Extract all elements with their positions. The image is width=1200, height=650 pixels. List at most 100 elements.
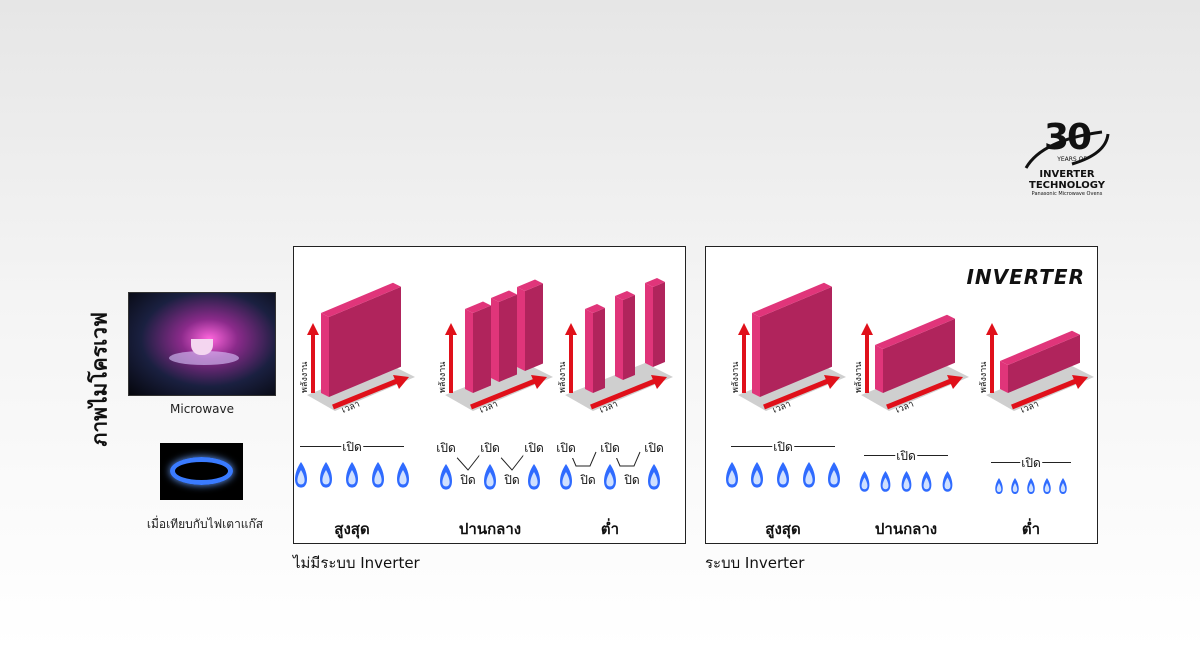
- block-side: [585, 309, 593, 393]
- flame-icon: [1059, 478, 1067, 494]
- logo-line3: Panasonic Microwave Ovens: [1031, 191, 1103, 197]
- flame-inner: [1060, 483, 1066, 492]
- block-side: [517, 287, 525, 371]
- flame-inner: [1044, 483, 1050, 492]
- flame-icon: [901, 471, 911, 492]
- logo-swoosh: [1024, 130, 1110, 169]
- block-front: [1008, 334, 1080, 393]
- block-side: [645, 283, 653, 367]
- flame-inner: [297, 470, 305, 485]
- flame-inner: [753, 470, 761, 485]
- block-side: [491, 298, 499, 382]
- flame-inner: [1028, 483, 1034, 492]
- logo-line1: INVERTER: [1039, 169, 1095, 180]
- block-front: [653, 281, 665, 367]
- flame-icon: [346, 462, 358, 488]
- turntable-plate: [169, 351, 239, 365]
- flame-inner: [728, 470, 736, 485]
- on-label: เปิด: [895, 447, 917, 466]
- arrow-head: [738, 323, 750, 335]
- block-side: [1000, 361, 1008, 393]
- logo-number: 30: [1043, 117, 1092, 158]
- off-label: ปิด: [459, 471, 477, 490]
- flame-icon: [440, 464, 452, 490]
- flame-icon: [1043, 478, 1051, 494]
- energy-axis-label: พลังงาน: [731, 362, 741, 393]
- gas-caption: เมื่อเทียบกับไฟเตาแก๊ส: [146, 517, 264, 531]
- on-label: เปิด: [341, 438, 363, 457]
- flame-inner: [882, 477, 889, 490]
- energy-axis-label: พลังงาน: [854, 362, 864, 393]
- arrow-head: [651, 375, 667, 389]
- flame-icon: [751, 462, 764, 488]
- block-side: [875, 345, 883, 393]
- block-front: [883, 318, 955, 393]
- arrow-head: [307, 323, 319, 335]
- microwave-title: ภาพไมโครเวฟ: [87, 312, 112, 447]
- microwave-caption: Microwave: [170, 402, 234, 416]
- on-label: เปิด: [599, 439, 621, 458]
- logo-years: YEARS OF: [1057, 156, 1087, 163]
- chart-floor: [861, 363, 969, 411]
- flame-inner: [442, 472, 450, 487]
- arrow-head: [565, 323, 577, 335]
- off-label: ปิด: [623, 471, 641, 490]
- on-off-switch-line: [569, 451, 641, 467]
- flame-icon: [921, 471, 932, 492]
- energy-block: [517, 279, 543, 371]
- energy-block: [615, 290, 635, 380]
- flame-inner: [530, 472, 538, 487]
- time-axis-arrow: [470, 378, 536, 410]
- flame-icon: [802, 462, 815, 488]
- flame-inner: [348, 470, 356, 485]
- energy-axis-label: พลังงาน: [558, 362, 568, 393]
- flame-icon: [371, 462, 384, 488]
- microwave-image: [128, 292, 276, 396]
- block-top: [645, 277, 665, 287]
- flame-inner: [861, 477, 868, 490]
- flame-inner: [373, 470, 382, 485]
- switch-path: [451, 451, 527, 471]
- flame-icon: [859, 471, 870, 492]
- energy-block: [645, 277, 665, 367]
- block-top: [465, 301, 491, 313]
- 30-years-inverter-logo: 30 YEARS OF INVERTER TECHNOLOGY Panasoni…: [1022, 120, 1112, 197]
- arrow-head: [986, 323, 998, 335]
- flame-icon: [777, 462, 789, 488]
- level-label: ปานกลาง: [874, 520, 938, 538]
- arrow-head: [531, 375, 547, 389]
- energy-axis-label: พลังงาน: [979, 362, 989, 393]
- energy-block: [491, 290, 517, 382]
- energy-block: [752, 282, 832, 397]
- logo-line2: TECHNOLOGY: [1029, 180, 1105, 191]
- time-axis-arrow: [886, 378, 952, 410]
- flame-icon: [1027, 478, 1035, 494]
- flame-inner: [804, 470, 813, 485]
- chart-floor: [565, 363, 673, 411]
- flame-inner: [486, 472, 494, 487]
- flame-inner: [779, 470, 787, 485]
- flame-icon: [484, 464, 496, 490]
- panel-label-inverter: ระบบ Inverter: [705, 554, 805, 572]
- block-top: [752, 282, 832, 317]
- off-label: ปิด: [503, 471, 521, 490]
- flame-inner: [650, 472, 658, 487]
- block-side: [465, 309, 473, 393]
- block-top: [875, 314, 955, 349]
- flame-icon: [880, 471, 891, 492]
- arrow-head: [947, 375, 963, 389]
- energy-block: [465, 301, 491, 393]
- gas-ring: [170, 457, 233, 485]
- block-front: [525, 283, 543, 371]
- flame-icon: [828, 462, 841, 488]
- flame-icon: [725, 462, 738, 488]
- cup: [191, 339, 213, 355]
- block-top: [615, 290, 635, 300]
- panel-label-no-inverter: ไม่มีระบบ Inverter: [293, 554, 420, 572]
- flame-icon: [648, 464, 660, 490]
- block-top: [585, 303, 605, 313]
- block-top: [491, 290, 517, 302]
